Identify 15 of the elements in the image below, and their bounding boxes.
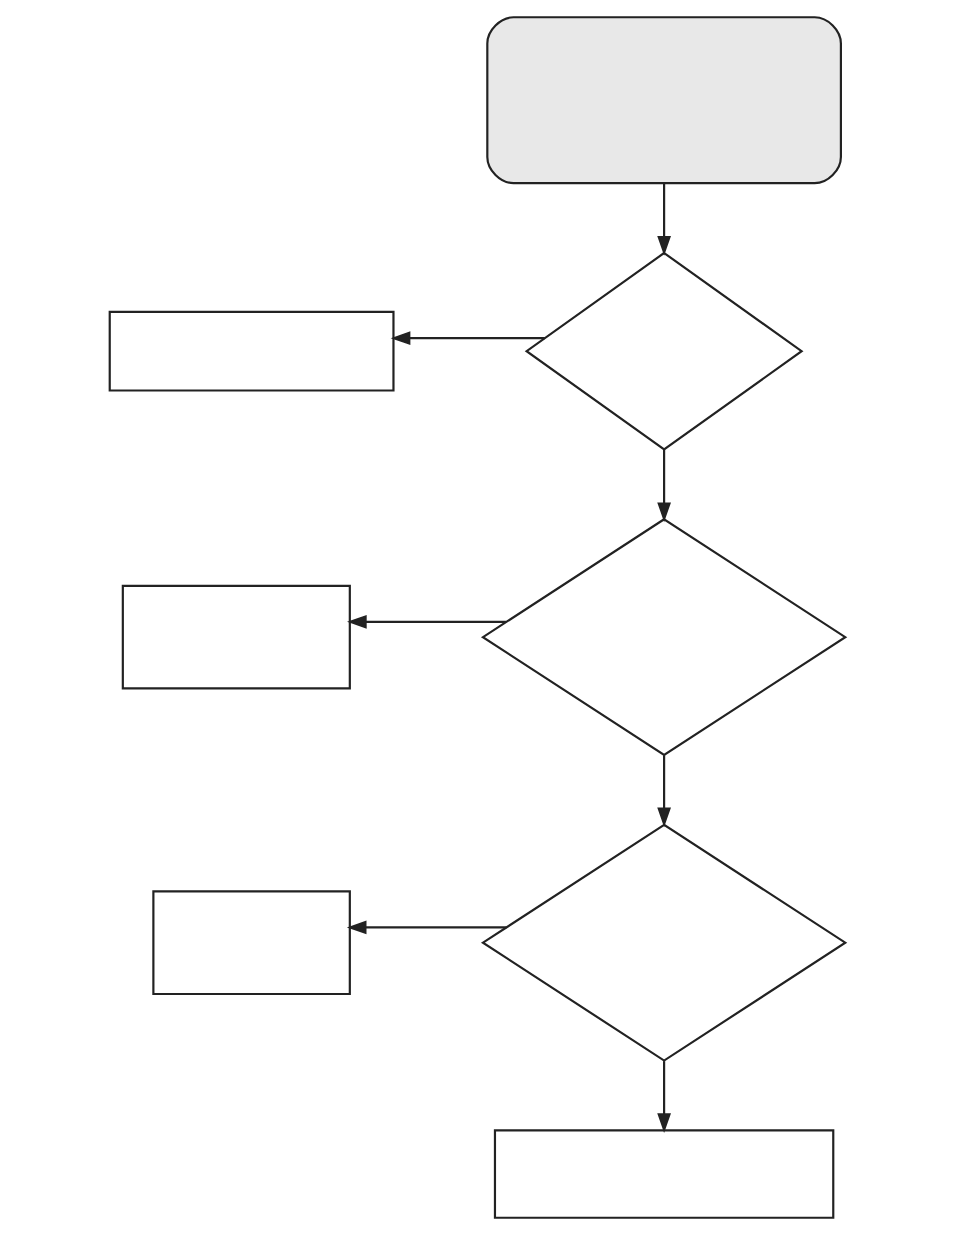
node-diamond [480,823,847,1062]
arrow [656,183,671,256]
arrow [346,920,506,935]
arrow [656,1061,671,1133]
arrow [656,755,671,828]
node-box [485,16,842,185]
arrow [656,449,671,523]
node-diamond [480,517,847,757]
arrow [346,615,506,629]
arrow [390,331,545,345]
node-box [108,310,395,392]
node-box [493,1129,834,1219]
node-box [151,890,351,996]
node-diamond [524,251,803,451]
node-box [121,584,351,690]
